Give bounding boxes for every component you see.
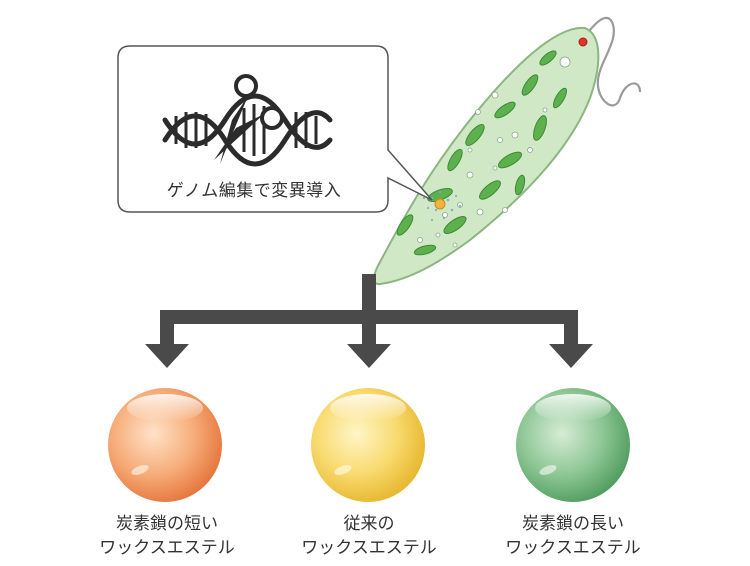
label-long-line2: ワックスエステル (505, 538, 641, 558)
arrow-head-long (549, 344, 593, 368)
arrow-head-short (145, 344, 189, 368)
branch-arrows (145, 274, 593, 368)
callout-text: ゲノム編集で変異導入 (166, 181, 342, 201)
label-short-chain: 炭素鎖の短い ワックスエステル (57, 512, 277, 560)
droplet-short (108, 388, 222, 502)
label-short-line1: 炭素鎖の短い (116, 514, 218, 534)
droplet-conventional (311, 388, 425, 502)
dna-scissors-icon (162, 74, 333, 167)
label-conventional: 従来の ワックスエステル (259, 512, 479, 560)
label-long-line1: 炭素鎖の長い (522, 514, 624, 534)
arrow-head-conventional (347, 344, 391, 368)
label-conventional-line2: ワックスエステル (301, 538, 437, 558)
label-long-chain: 炭素鎖の長い ワックスエステル (463, 512, 683, 560)
label-conventional-line1: 従来の (343, 514, 395, 534)
droplet-long (516, 388, 630, 502)
label-short-line2: ワックスエステル (99, 538, 235, 558)
euglena-cell-icon (373, 16, 642, 286)
